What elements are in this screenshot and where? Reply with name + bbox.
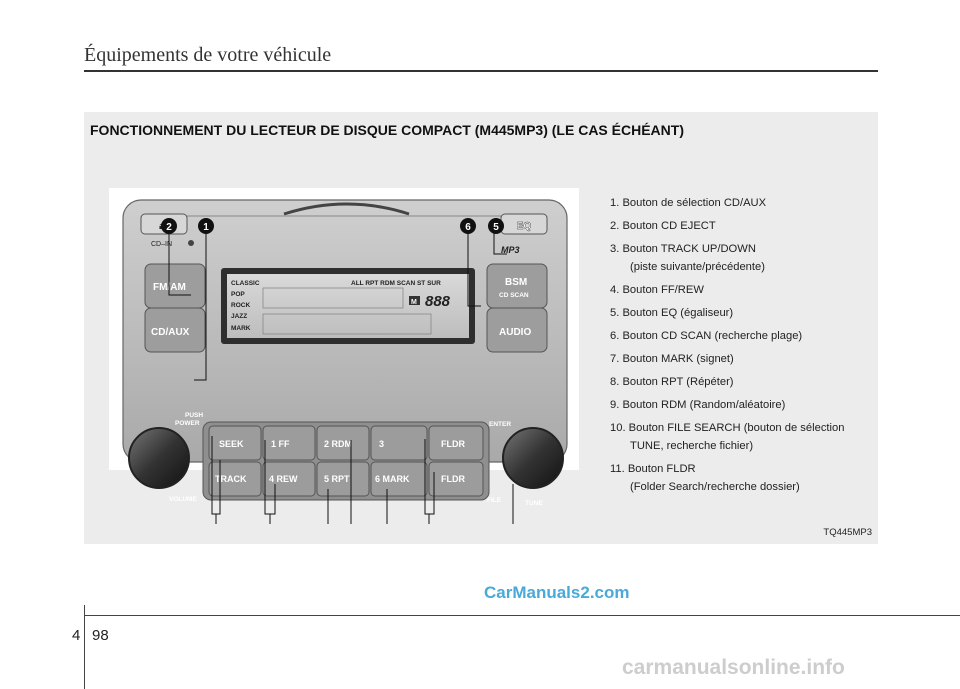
preset-3-button [370,425,428,461]
bsm-label: BSM [505,277,527,288]
rpt-button [316,461,370,497]
svg-text:1: 1 [203,222,209,233]
legend-item: 9. Bouton RDM (Random/aléatoire) [610,399,786,411]
legend-item: 11. Bouton FLDR(Folder Search/recherche … [610,463,800,493]
chapter-number: 4 [72,627,81,644]
eq-label: EQ [517,221,532,232]
preset-3-label: 3 [379,439,384,449]
rdm-label: 2 RDM [324,439,352,449]
lcd-pop: POP [231,291,245,298]
cd-in-indicator [188,240,194,246]
power-label: POWER [175,420,200,427]
svg-text:5: 5 [493,222,499,233]
lcd-classic: CLASSIC [231,280,260,287]
lcd-rock: ROCK [231,302,250,309]
callout-6: 6 [460,218,476,234]
audio-button [486,307,548,353]
footer-rule [84,615,960,616]
rew-button [262,461,316,497]
ff-label: 1 FF [271,439,290,449]
image-code: TQ445MP3 [823,527,872,538]
volume-label: VOLUME [169,496,197,503]
page-header-title: Équipements de votre véhicule [84,44,332,66]
lcd-jazz: JAZZ [231,313,247,320]
page-divider [84,605,85,689]
cd-in-label: CD–IN [151,241,172,248]
legend-item: 6. Bouton CD SCAN (recherche plage) [610,330,803,342]
figure-panel: FONCTIONNEMENT DU LECTEUR DE DISQUE COMP… [84,112,878,544]
radio-illustration: ⏏ CD–IN EQ MP3 FM/AM CD/AUX BSM CD SCAN … [109,188,579,524]
ff-button [262,425,316,461]
mp3-logo: MP3 [501,245,520,255]
tune-knob [502,427,564,489]
seek-button [208,425,262,461]
button-legend: 1. Bouton de sélection CD/AUX 2. Bouton … [610,192,872,499]
fldr-up-label: FLDR [441,439,465,449]
mark-button [370,461,428,497]
legend-item: 1. Bouton de sélection CD/AUX [610,197,767,209]
legend-item: 4. Bouton FF/REW [610,284,704,296]
audio-label: AUDIO [499,327,531,338]
rdm-button [316,425,370,461]
svg-text:2: 2 [166,222,172,233]
legend-item: 2. Bouton CD EJECT [610,220,716,232]
lcd-mark: MARK [231,325,251,332]
header-rule [84,70,878,72]
lcd-status-row: ALL RPT RDM SCAN ST SUR [351,280,441,287]
fldr-up-button [428,425,484,461]
watermark-top[interactable]: CarManuals2.com [484,583,630,602]
lcd-m-indicator: M [411,299,417,306]
cd-aux-label: CD/AUX [151,327,190,338]
section-title: FONCTIONNEMENT DU LECTEUR DE DISQUE COMP… [90,122,684,138]
svg-text:6: 6 [465,222,471,233]
tune-label: TUNE [525,500,543,507]
enter-label: ENTER [489,421,511,428]
cd-aux-button [144,307,206,353]
legend-item: 10. Bouton FILE SEARCH (bouton de sélect… [610,422,845,452]
legend-item: 3. Bouton TRACK UP/DOWN(piste suivante/p… [610,243,765,273]
volume-knob [128,427,190,489]
cd-slot [283,202,410,216]
fldr-down-button [428,461,484,497]
track-label: TRACK [215,474,247,484]
lcd-digits: 888 [425,293,451,310]
fldr-down-label: FLDR [441,474,465,484]
track-button [208,461,262,497]
file-label: FILE [487,497,502,504]
push-label: PUSH [185,412,203,419]
cd-scan-label: CD SCAN [499,292,529,299]
seek-label: SEEK [219,439,244,449]
legend-item: 7. Bouton MARK (signet) [610,353,734,365]
rew-label: 4 REW [269,474,298,484]
rpt-label: 5 RPT [324,474,350,484]
legend-item: 8. Bouton RPT (Répéter) [610,376,734,388]
callout-2: 2 [161,218,177,234]
watermark-bottom[interactable]: carmanualsonline.info [622,656,845,679]
legend-item: 5. Bouton EQ (égaliseur) [610,307,734,319]
mark-label: 6 MARK [375,474,410,484]
callout-5: 5 [488,218,504,234]
callout-1: 1 [198,218,214,234]
page-number: 98 [92,627,109,644]
